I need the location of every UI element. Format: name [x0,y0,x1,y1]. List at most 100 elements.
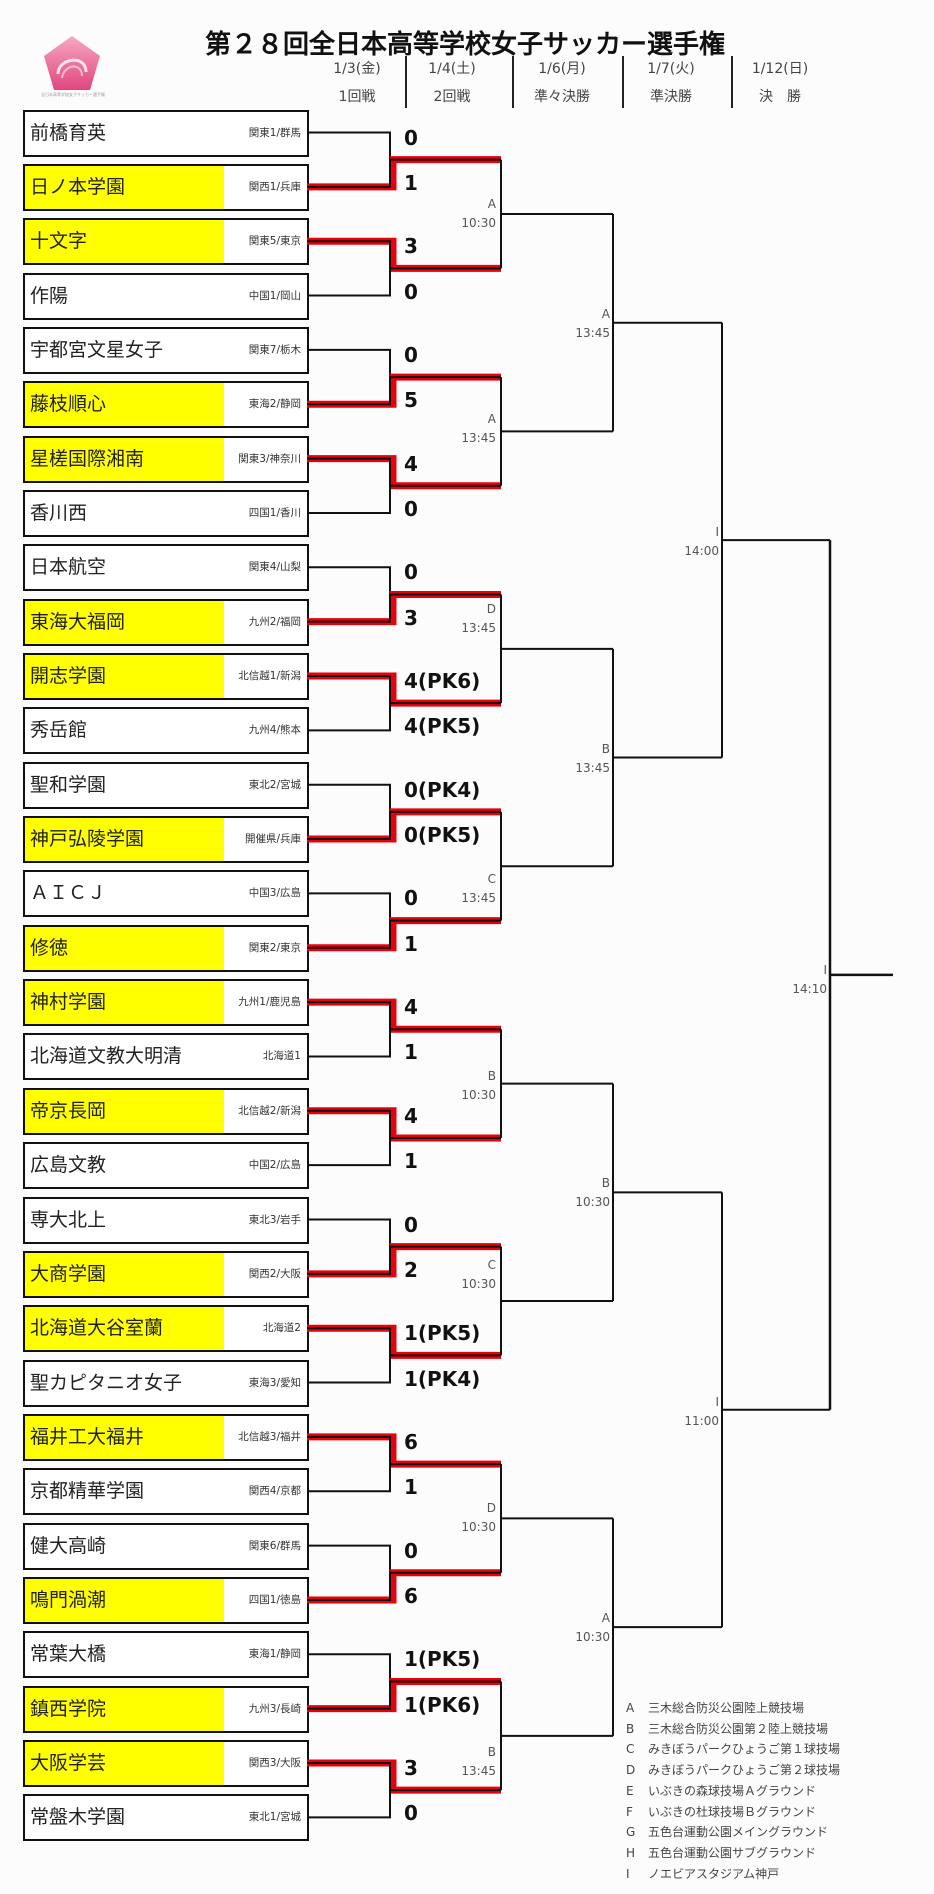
team-row: 専大北上東北3/岩手 [23,1196,309,1244]
match-time: 13:45 [575,760,610,775]
team-score: 6 [404,1429,418,1454]
winner-highlight [25,383,224,427]
bracket-line [307,566,391,595]
team-row: 京都精華学園関西4/京都 [23,1468,309,1516]
venue-name: いぶきの森球技場Ａグラウンド [648,1783,817,1798]
legend-item: G 五色台運動公園メイングラウンド [626,1822,828,1842]
schedule-round: 決 勝 [759,89,801,105]
bracket-line [307,158,501,188]
team-name: 神戸弘陵学園 [30,828,145,851]
match-venue: C [487,872,496,887]
winner-line [307,237,501,272]
bracket-line [307,1435,501,1466]
bracket-line [307,1001,501,1031]
team-score: 5 [404,388,418,413]
team-region: 北海道1 [262,1050,301,1063]
team-region: 四国1/香川 [248,506,301,519]
team-region: 北信越1/新潟 [238,670,301,682]
team-score: 1(PK5) [404,1647,481,1672]
match-venue: A [601,306,610,321]
winner-highlight [25,981,224,1025]
team-score: 0 [404,1212,418,1237]
winner-highlight [25,655,224,698]
winner-highlight [25,1578,224,1622]
team-region: 四国1/徳島 [248,1593,301,1606]
team-region: 関東2/東京 [248,941,301,954]
schedule-date: 1/7(火) [647,61,695,77]
match-time: 13:45 [461,891,496,906]
bracket-line [307,485,391,514]
bracket-line [307,268,391,297]
schedule-date: 1/4(土) [428,61,476,77]
round2-line [500,811,613,921]
bracket-line [307,131,391,160]
bracket-line [307,1464,391,1493]
team-region: 東北2/宮城 [248,778,301,791]
winner-highlight [25,1307,224,1351]
match-time: 10:30 [461,1087,496,1102]
team-name: 香川西 [30,501,88,524]
team-name: 大阪学芸 [30,1752,107,1774]
venue-name: 五色台運動公園メイングラウンド [648,1825,829,1840]
team-score: 0 [404,125,418,150]
team-name: 鳴門渦潮 [30,1588,107,1611]
venue-name: ノエビアスタジアム神戸 [648,1866,780,1881]
bracket-line [307,783,391,812]
match-venue: I [715,1394,719,1409]
team-score: 1(PK4) [404,1366,481,1391]
venue-code: H [626,1845,636,1860]
team-score: 1 [404,1149,418,1174]
round2-line [500,594,613,704]
quarterfinal-line [612,1083,722,1302]
team-name: 専大北上 [30,1208,107,1231]
venue-name: みきぼうパークひょうご第２球技場 [648,1763,841,1778]
match-time: 13:45 [461,431,496,446]
bracket-line [307,675,501,705]
schedule-date: 1/3(金) [333,61,381,77]
team-row: 常葉大橋東海1/静岡 [23,1631,309,1679]
team-region: 関東4/山梨 [248,561,301,574]
match-venue: B [487,1068,496,1083]
match-venue: I [715,525,719,540]
winner-line [307,998,501,1033]
team-name: 星槎国際湘南 [30,447,145,470]
bracket-line [307,1029,391,1058]
bracket-line [307,919,501,949]
team-name: 福井工大福井 [30,1425,145,1448]
team-row: 藤枝順心東海2/静岡 [23,381,309,429]
schedule-round: 準決勝 [650,89,692,105]
team-name: 東海大福岡 [30,610,126,633]
team-name: 健大高崎 [30,1534,107,1557]
venue-code: F [626,1804,633,1819]
bracket-line [307,1245,501,1275]
team-score: 4 [404,451,418,476]
team-row: 秀岳館九州4/熊本 [23,707,309,755]
team-name: 鎮西学院 [30,1697,107,1720]
match-time: 10:30 [575,1630,610,1645]
match-time: 14:10 [792,981,827,996]
team-row: 大阪学芸関西3/大阪 [23,1740,309,1787]
team-region: 九州4/熊本 [248,724,301,737]
team-name: 北海道文教大明清 [30,1045,183,1068]
team-region: 東海1/静岡 [248,1648,301,1661]
team-row: 修徳関東2/東京 [23,924,309,972]
venue-code: G [626,1825,636,1840]
bracket-line [307,240,501,270]
round2-line [500,377,613,486]
match-time: 10:30 [575,1195,610,1210]
team-region: 北信越3/福井 [238,1430,301,1443]
winner-line [307,1433,501,1468]
team-score: 1 [404,1040,418,1065]
team-region: 関西1/兵庫 [248,180,301,193]
team-region: 九州1/鹿児島 [238,996,301,1009]
team-row: 鳴門渦潮 四国1/徳島 [23,1576,309,1624]
team-row: 東海大福岡九州2/福岡 [23,598,309,646]
bracket-line [307,810,501,841]
team-region: 開催県/兵庫 [244,833,301,846]
venue-code: I [626,1866,630,1881]
team-score: 0(PK5) [404,823,481,848]
